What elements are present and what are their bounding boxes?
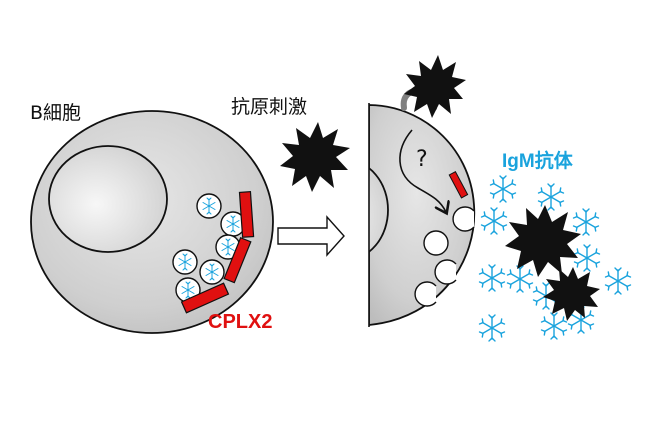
activated-cell-nucleus [369, 167, 389, 253]
antigen-icon [280, 122, 350, 192]
outline-right-arrow-icon [277, 215, 345, 257]
cplx2-proteins [180, 190, 255, 314]
signal-arrow [399, 129, 446, 212]
snowflake-icon [572, 208, 600, 236]
vesicle [196, 193, 222, 219]
snowflake-icon [489, 175, 517, 203]
antigen-stimulus-label: 抗原刺激 [231, 96, 307, 118]
snowflake-icon [478, 264, 506, 292]
vesicle [199, 259, 225, 285]
antigen-icon [505, 205, 581, 277]
cplx2-label: CPLX2 [208, 311, 272, 333]
snowflake-icon [478, 314, 506, 342]
snowflake-icon [537, 183, 565, 211]
cplx2-bar [223, 236, 252, 284]
cplx2-bar [238, 190, 255, 238]
snowflake-icon [604, 267, 632, 295]
snowflake-icon [540, 312, 568, 340]
igm-antibody-label: IgM抗体 [502, 149, 574, 172]
antigen-icon [543, 267, 600, 321]
antigen-icon-bound [404, 55, 466, 118]
b-cell-nucleus [48, 145, 168, 253]
snowflake-icon [506, 265, 534, 293]
snowflake-icon [573, 244, 601, 272]
pocket [414, 281, 437, 307]
pocket [423, 230, 449, 256]
snowflake-icon [480, 207, 508, 235]
vesicle [172, 249, 198, 275]
pocket [452, 206, 475, 232]
cplx2-bar-activated [448, 170, 469, 199]
pocket [434, 259, 457, 285]
b-cell-label: B細胞 [30, 102, 81, 124]
question-mark: ? [416, 147, 428, 172]
exocytosis-pockets [414, 206, 475, 307]
cplx2-bar [180, 282, 230, 314]
